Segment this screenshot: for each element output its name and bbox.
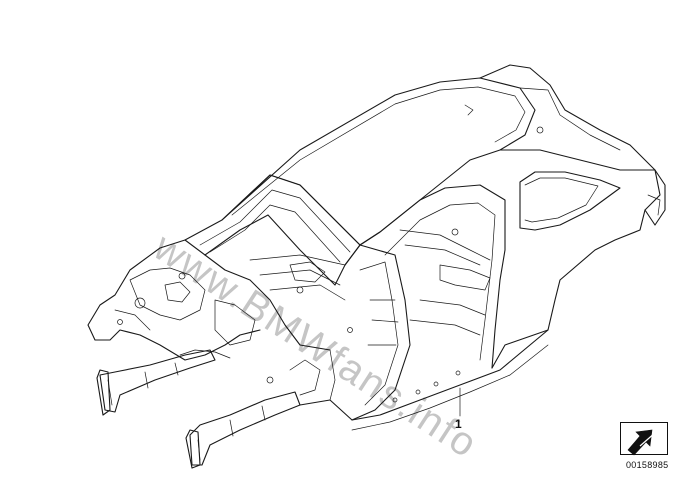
reference-number: 00158985 bbox=[626, 460, 669, 470]
front-inner-fender-right bbox=[204, 254, 331, 351]
rear-side-window bbox=[519, 171, 621, 231]
rear-end-panel bbox=[644, 169, 666, 226]
callout-label: 1 bbox=[455, 417, 462, 431]
front-inner-fender-left bbox=[87, 239, 261, 361]
b-pillar bbox=[359, 184, 506, 369]
rear-quarter-panel bbox=[491, 149, 661, 369]
front-rail-right bbox=[189, 391, 301, 466]
side-sill bbox=[299, 329, 549, 421]
windshield-frame bbox=[184, 174, 361, 286]
body-holes bbox=[117, 126, 544, 403]
roof-panel bbox=[221, 77, 536, 246]
floor-pan bbox=[249, 254, 346, 301]
rear-shelf bbox=[479, 64, 656, 171]
door-opening bbox=[344, 244, 411, 421]
arrow-down-left-icon bbox=[627, 429, 657, 456]
front-rail-left bbox=[99, 349, 216, 413]
